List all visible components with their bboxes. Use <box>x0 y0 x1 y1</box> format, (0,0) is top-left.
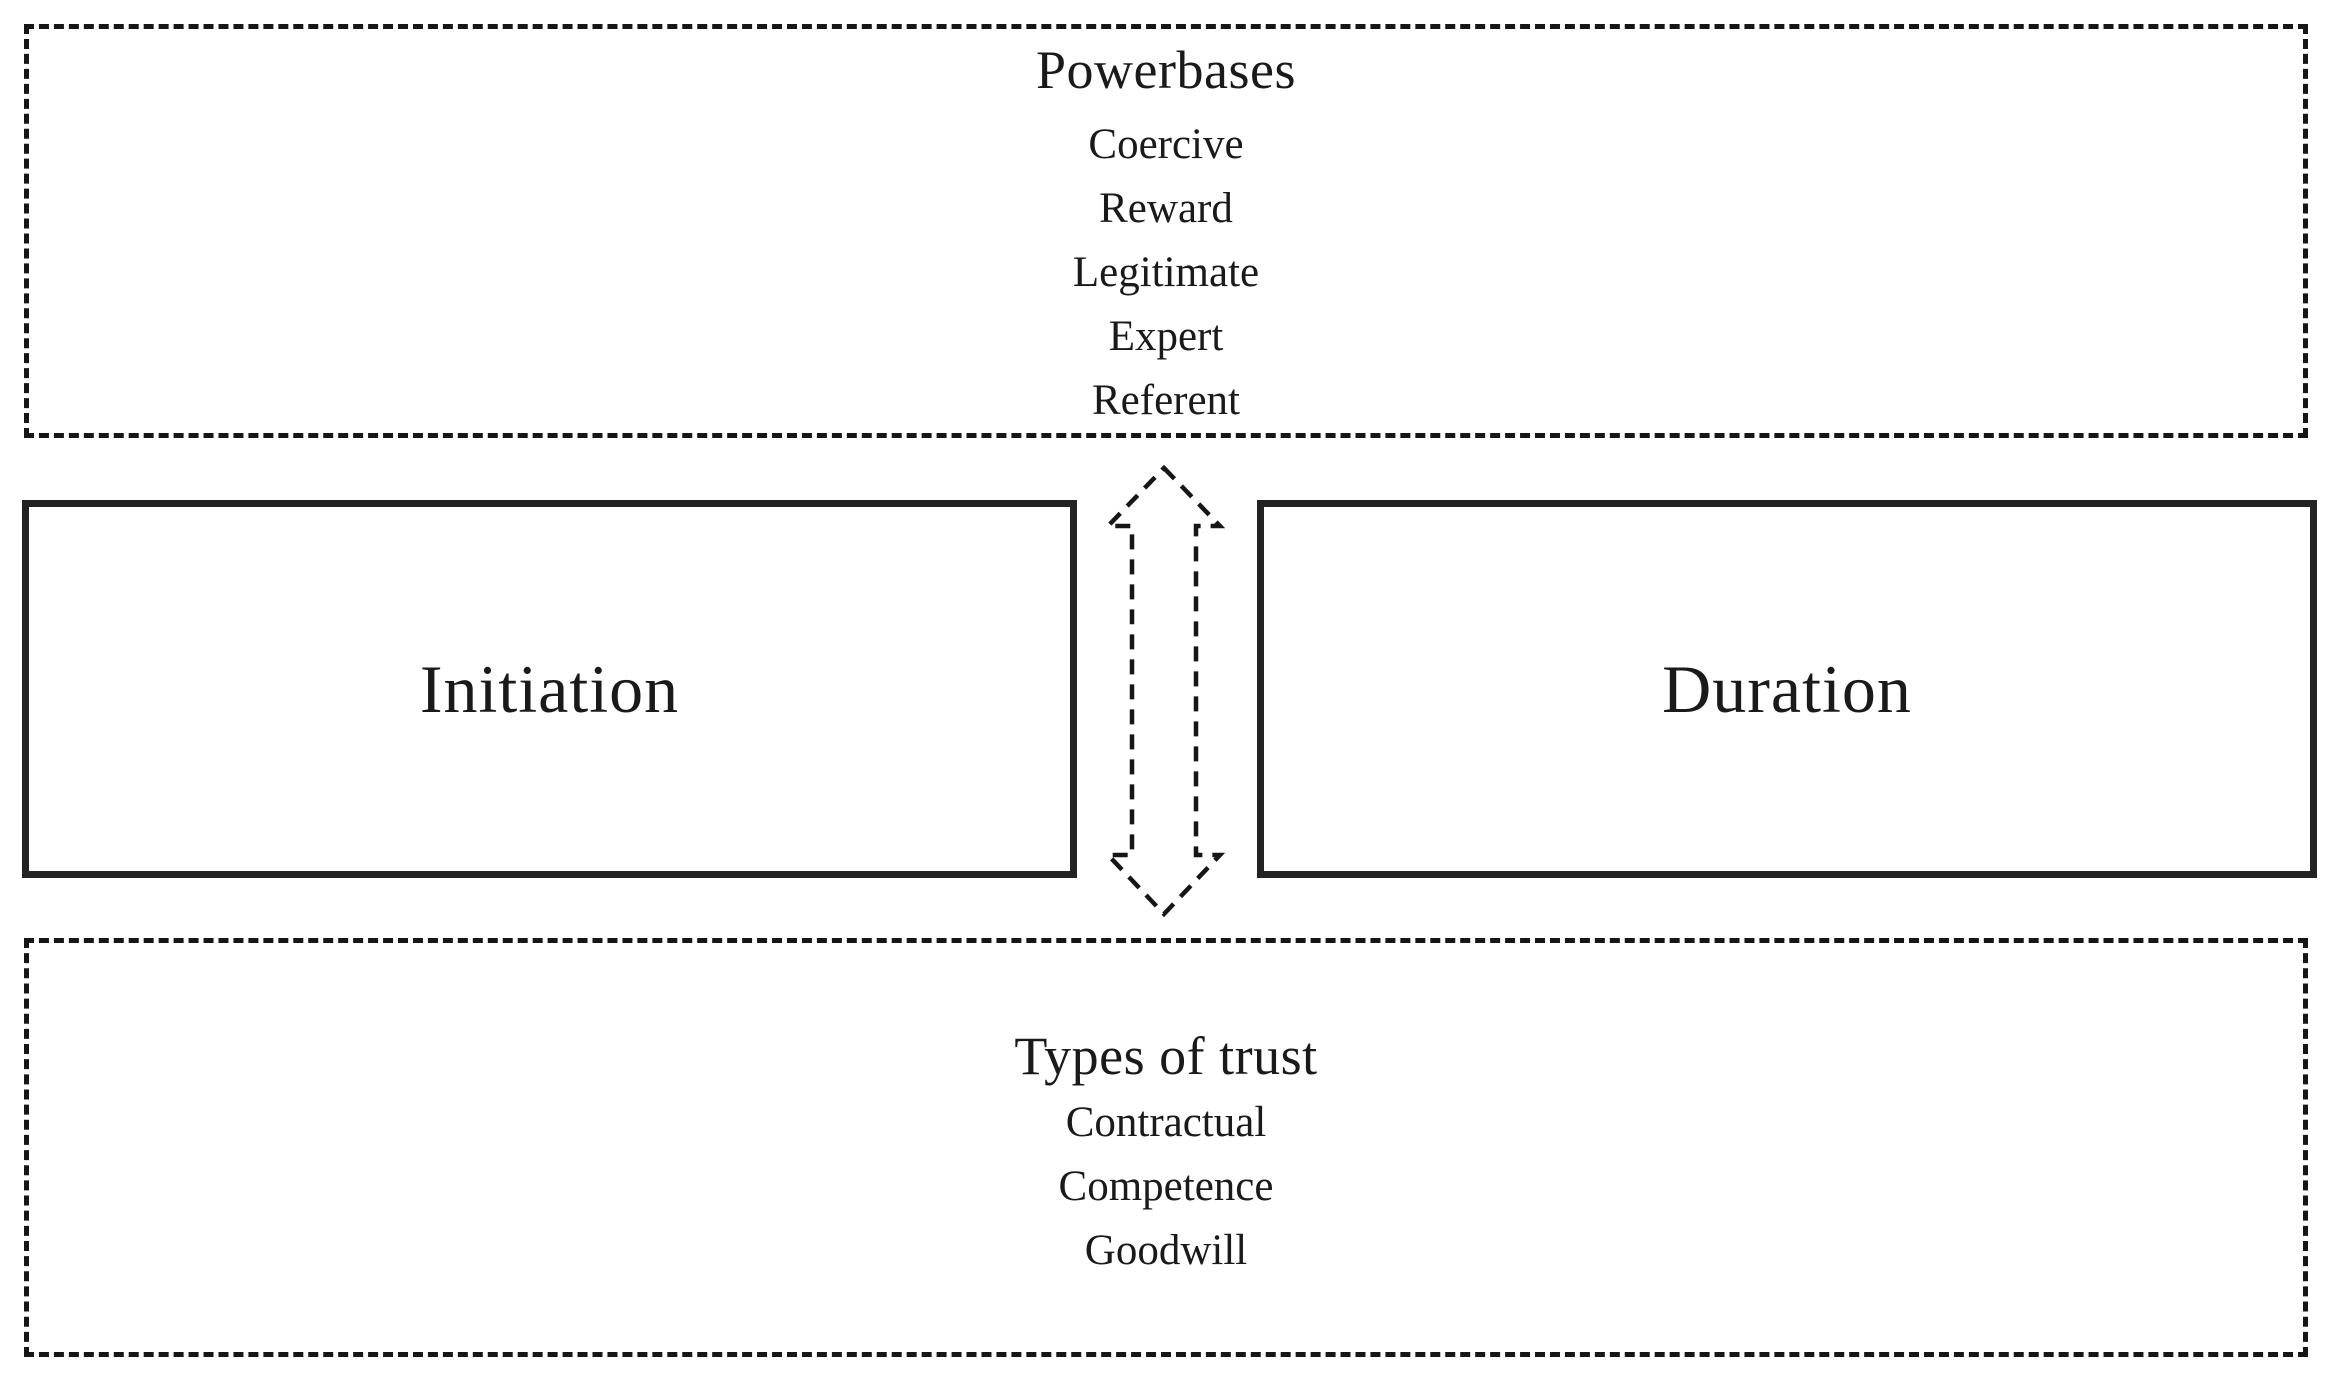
double-arrow-icon <box>1103 463 1225 919</box>
powerbase-item: Referent <box>1091 377 1241 424</box>
duration-box: Duration <box>1257 500 2317 878</box>
powerbase-item: Coercive <box>1088 121 1244 168</box>
powerbases-list: Coercive Reward Legitimate Expert Refere… <box>29 113 2303 433</box>
trust-type-item: Contractual <box>1065 1099 1267 1146</box>
powerbases-section: Powerbases Coercive Reward Legitimate Ex… <box>24 24 2308 438</box>
powerbase-item: Expert <box>1108 313 1224 360</box>
trust-types-list: Contractual Competence Goodwill <box>29 1091 2303 1283</box>
initiation-label: Initiation <box>419 650 680 727</box>
trust-type-item: Competence <box>1058 1163 1274 1210</box>
powerbase-item: Legitimate <box>1072 249 1260 296</box>
duration-label: Duration <box>1662 650 1912 727</box>
trust-type-item: Goodwill <box>1084 1227 1248 1274</box>
initiation-box: Initiation <box>22 500 1077 878</box>
powerbase-item: Reward <box>1099 185 1233 232</box>
types-of-trust-title: Types of trust <box>1014 1026 1318 1086</box>
powerbases-title: Powerbases <box>1036 40 1296 100</box>
types-of-trust-section: Types of trust Contractual Competence Go… <box>24 938 2308 1357</box>
